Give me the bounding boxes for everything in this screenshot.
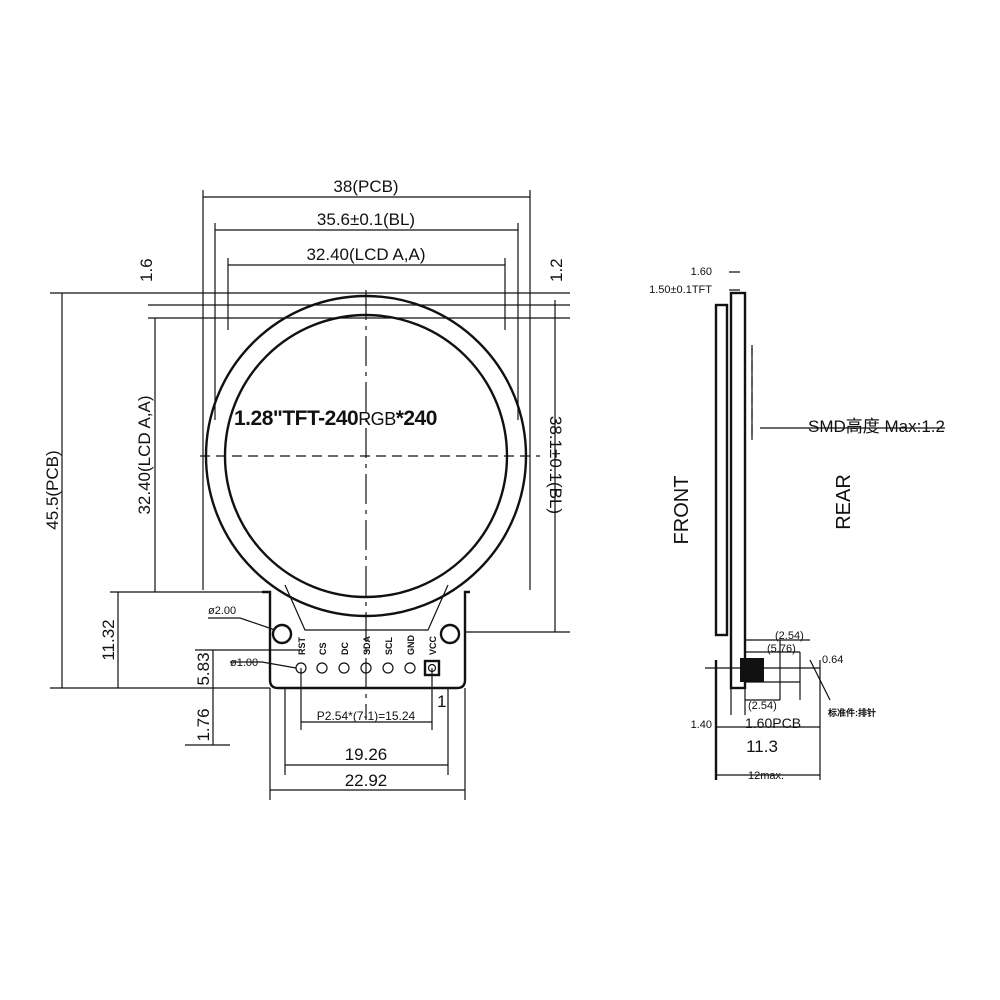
hole-small-label: ø1.00 [230,657,258,669]
header-plastic [740,658,764,682]
pin-label: DC [340,642,350,655]
dim-bl-width: 35.6±0.1(BL) [317,210,415,229]
dim-113: 11.3 [746,737,778,756]
pin-hole [338,662,350,674]
pin-label: SDA [362,635,372,655]
dim-pin-offset: 5.83 [194,652,213,685]
pin-label: GND [406,635,416,656]
front-label: FRONT [671,476,693,545]
hole-large-label: ø2.00 [208,605,236,617]
pin-hole [316,662,328,674]
front-view: RST CS DC SDA SCL GND VCC 1.28"TFT-240RG… [43,177,570,800]
pitch-label: P2.54*(7-1)=15.24 [317,709,416,723]
pin-hole [360,662,372,674]
pin-label: VCC [428,635,438,655]
dim-254-bottom: (2.54) [748,700,777,712]
display-title: 1.28"TFT-240RGB*240 [234,407,437,430]
mount-hole-left [271,623,293,645]
dim-pcb-height: 45.5(PCB) [43,450,62,529]
dim-064: 0.64 [822,654,843,666]
pin-hole [404,662,416,674]
dim-top-right: 1.2 [547,258,566,282]
tft-glass [714,303,729,637]
dim-lcd-width: 32.40(LCD A,A) [306,245,425,264]
pin-hole [382,662,394,674]
pin-label: CS [318,642,328,655]
dim-tft: 1.50±0.1TFT [649,284,712,296]
rear-label: REAR [833,474,855,530]
dim-pcb-width: 38(PCB) [333,177,398,196]
dim-tab-width: 22.92 [345,771,388,790]
dim-tab: 11.32 [99,619,118,660]
dim-pin-bottom: 1.76 [194,708,213,741]
pcb-tab [262,590,470,690]
pin-label: RST [297,636,307,655]
dim-inner-tab: 19.26 [345,745,388,764]
dim-bl-height: 38.1±0.1(BL) [546,416,565,514]
dim-pcb-thickness: 1.60PCB [745,715,801,731]
pin-label: SCL [384,636,394,655]
mount-hole-right [439,623,461,645]
dim-576: (5.76) [767,643,796,655]
pin-row: RST CS DC SDA SCL GND VCC [295,635,441,677]
pin1-marker: 1 [437,692,446,711]
smd-height-label: SMD高度 Max:1.2 [808,417,945,436]
dim-lcd-height: 32.40(LCD A,A) [135,395,154,514]
side-view: 1.60 1.50±0.1TFT SMD高度 Max:1.2 FRONT REA… [649,266,945,782]
dim-140: 1.40 [691,719,712,731]
header-note: 标准件:排针 [827,707,876,718]
dim-12max: 12max. [748,770,784,782]
dim-160: 1.60 [691,266,712,278]
pcb-side [729,291,747,690]
dim-254-top: (2.54) [775,630,804,642]
dim-top-left: 1.6 [137,258,156,282]
